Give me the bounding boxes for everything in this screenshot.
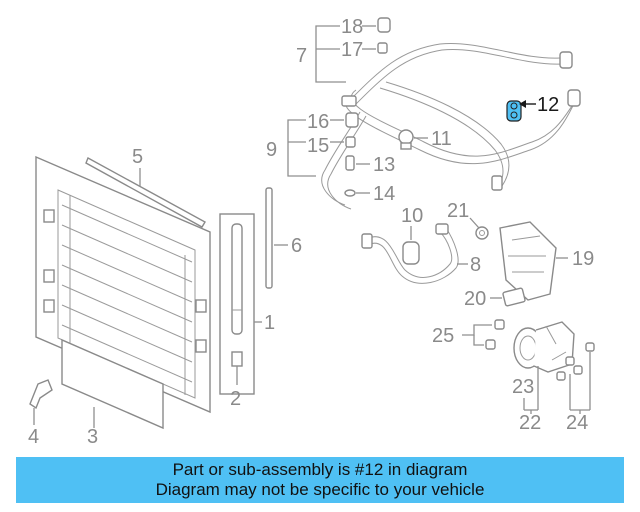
valve-13[interactable] [345,155,355,171]
seal-strip-5[interactable] [85,157,206,228]
callout-22: 22 [519,412,541,434]
nut-21[interactable] [475,226,489,240]
callout-17: 17 [341,39,363,61]
muffler-10[interactable] [402,241,420,265]
callout-16: 16 [307,111,329,133]
callout-18: 18 [341,16,363,38]
callout-13: 13 [373,154,395,176]
callout-1: 1 [264,312,275,334]
callout-4: 4 [28,426,39,448]
switch-20[interactable] [502,287,526,307]
cap-18[interactable] [377,17,391,33]
callout-15: 15 [307,135,329,157]
callout-14: 14 [373,183,395,205]
heat-shield-19[interactable] [499,221,557,301]
callout-11: 11 [431,128,452,150]
cap-17[interactable] [377,42,388,54]
oring-14[interactable] [344,189,356,197]
bolt-23[interactable] [556,371,566,381]
callout-6: 6 [291,235,302,257]
cap-16[interactable] [345,112,359,128]
bolts-24[interactable] [565,342,595,375]
callout-25: 25 [432,325,454,347]
callout-9: 9 [266,139,277,161]
seal-strip-6[interactable] [265,187,273,289]
callout-8: 8 [470,254,481,276]
callout-21: 21 [447,200,469,222]
sensor-11[interactable] [398,129,414,150]
banner-line-1: Part or sub-assembly is #12 in diagram [172,460,468,479]
callout-20: 20 [464,288,486,310]
callout-2: 2 [230,388,241,410]
callout-10: 10 [401,205,423,227]
callout-12: 12 [537,94,559,116]
drier-plug-2[interactable] [231,351,243,367]
compressor-22[interactable] [513,321,575,373]
callout-23: 23 [512,376,534,398]
service-valve-12[interactable] [506,100,522,122]
refrigerant-lines[interactable] [321,42,581,210]
bolts-25[interactable] [485,319,505,350]
callout-24: 24 [566,412,588,434]
bracket-4[interactable] [29,379,53,410]
callout-3: 3 [87,426,98,448]
parts-diagram: 5 6 1 2 3 4 [28,16,595,448]
cap-15[interactable] [345,136,356,148]
banner-line-2: Diagram may not be specific to your vehi… [155,480,485,499]
callout-19: 19 [572,248,594,270]
callout-5: 5 [132,146,143,168]
hose-8[interactable] [361,223,459,284]
info-banner: Part or sub-assembly is #12 in diagram D… [16,457,624,503]
lower-cover-3[interactable] [61,338,164,430]
callout-7: 7 [296,45,307,67]
